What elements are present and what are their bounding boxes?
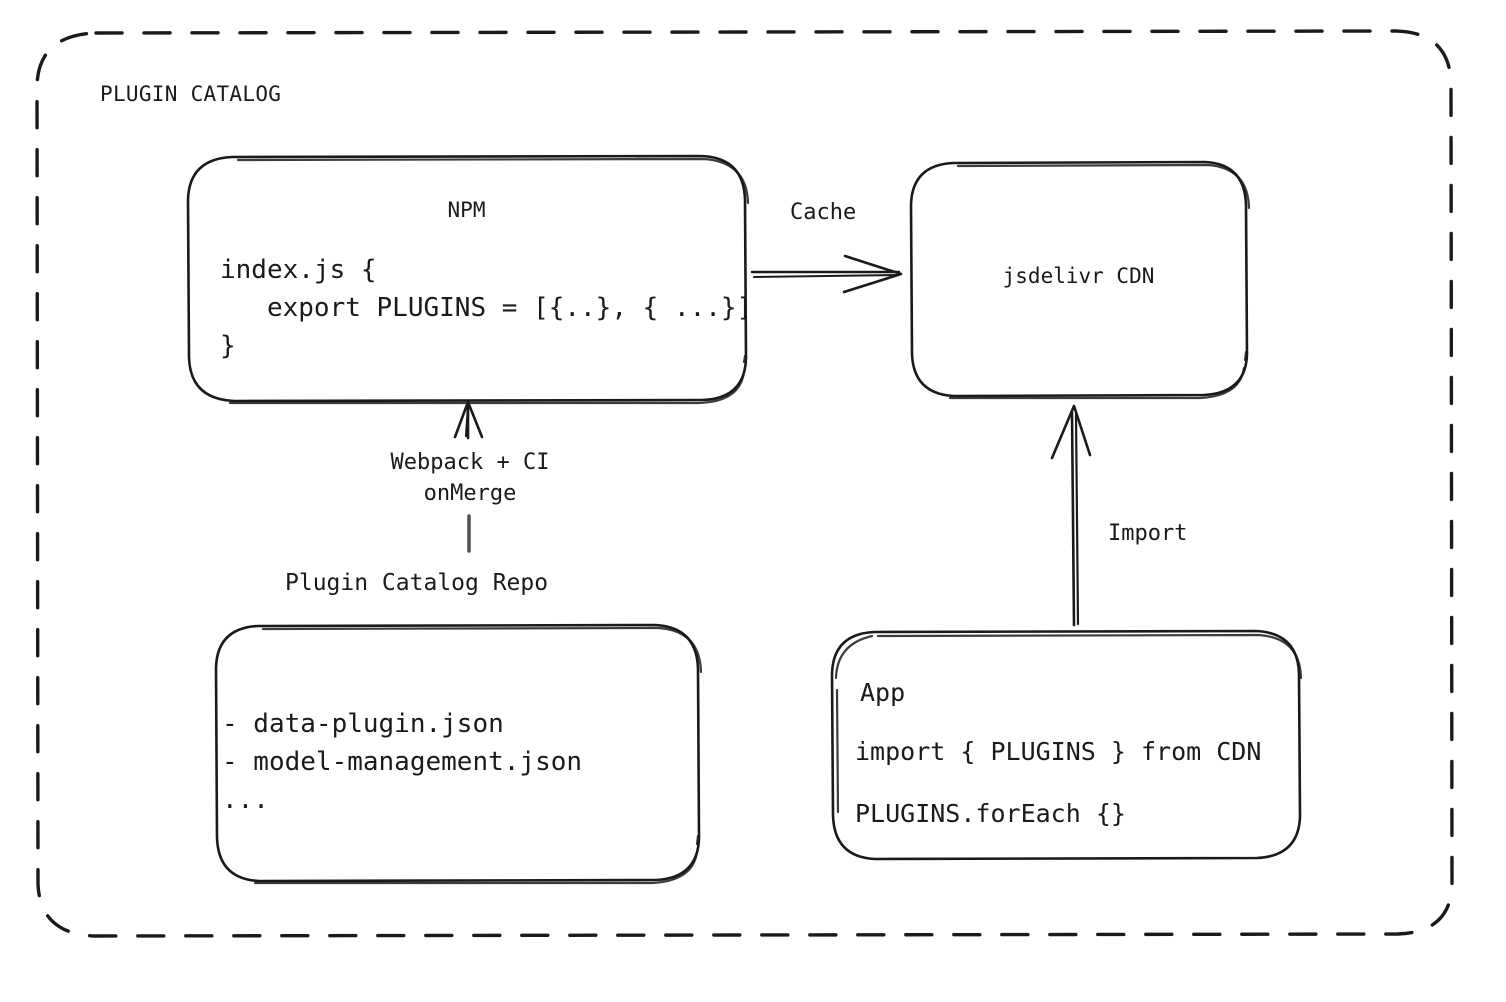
npm-box-outline-overstroke (228, 157, 750, 405)
app-code-line-2: PLUGINS.forEach {} (855, 799, 1126, 828)
frame-title: PLUGIN CATALOG (100, 82, 282, 106)
repo-code-line-1: - data-plugin.json (222, 709, 504, 739)
cache-arrow-head (842, 254, 903, 294)
npm-code-line-1: index.js { (220, 255, 377, 285)
app-box-title: App (860, 678, 906, 707)
repo-box-outline-overstroke (253, 626, 703, 885)
import-arrow-shaft (1070, 410, 1076, 627)
repo-code-line-2: - model-management.json (222, 747, 583, 777)
edge-label-webpack-ci-line-2: onMerge (423, 481, 517, 507)
app-box-outline-overstroke (834, 633, 1303, 814)
edge-label-webpack-ci: Webpack + CI onMerge (345, 447, 595, 509)
cdn-box-outline-overstroke (948, 163, 1251, 400)
repo-code-line-3: ... (222, 785, 269, 815)
frame-border (35, 29, 1454, 938)
repo-box-caption: Plugin Catalog Repo (285, 570, 549, 596)
import-arrow-head (1050, 404, 1092, 460)
npm-box-title: NPM (447, 198, 486, 222)
app-code-line-1: import { PLUGINS } from CDN (855, 737, 1262, 766)
edge-label-webpack-ci-line-1: Webpack + CI (390, 450, 550, 475)
webpack-arrow-head (453, 400, 484, 439)
edge-label-import: Import (1108, 521, 1188, 546)
npm-code-line-2: export PLUGINS = [{..}, { ...}] (220, 293, 753, 323)
cdn-box-title: jsdelivr CDN (1002, 264, 1155, 288)
edge-label-cache: Cache (790, 200, 857, 225)
npm-code-line-3: } (220, 331, 236, 361)
cache-arrow-shaft-double (753, 274, 899, 278)
webpack-arrow-head-inner (464, 405, 470, 438)
import-arrow-shaft-double (1074, 412, 1080, 626)
